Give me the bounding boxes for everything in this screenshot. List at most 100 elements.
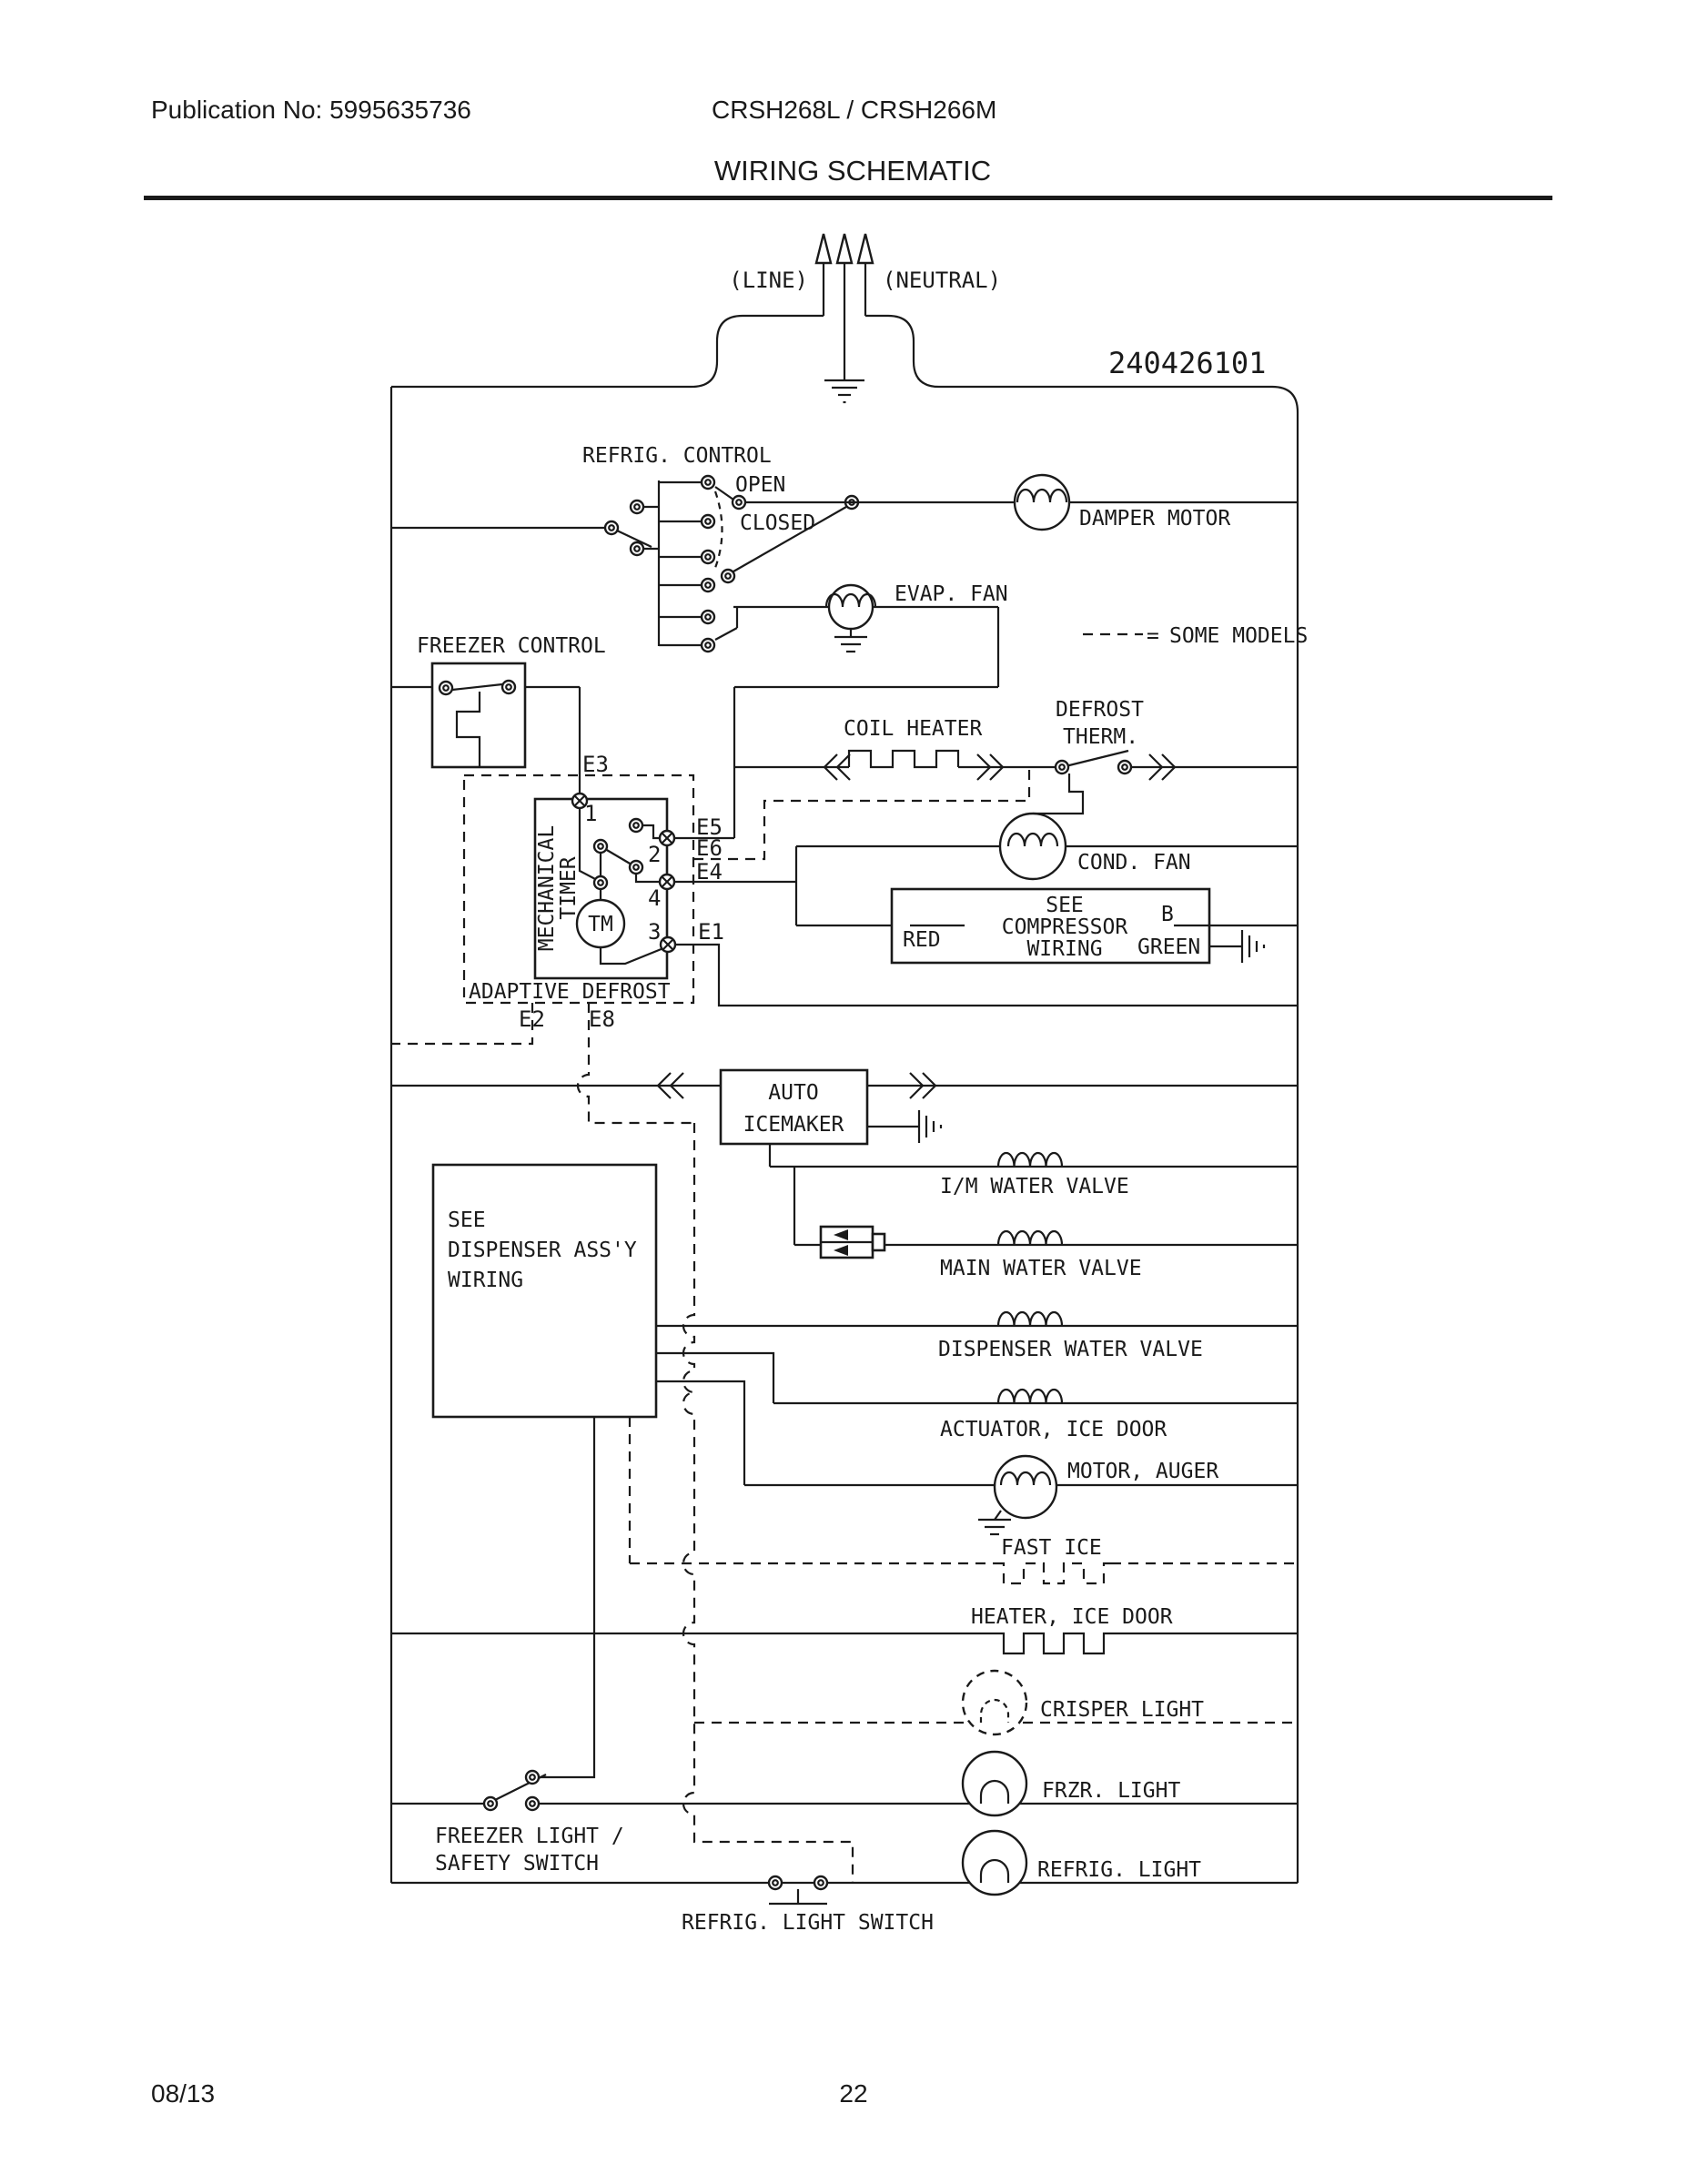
dispenser-label-3: WIRING bbox=[448, 1269, 523, 1292]
publication-number: Publication No: 5995635736 bbox=[151, 96, 471, 124]
footer-page-number: 22 bbox=[839, 2079, 867, 2108]
motor-auger-label: MOTOR, AUGER bbox=[1067, 1460, 1218, 1483]
refrig-control-switch: REFRIG. CONTROL OPEN CLOSED bbox=[391, 444, 860, 653]
freezer-light-safety-label-1: FREEZER LIGHT / bbox=[435, 1825, 624, 1848]
closed-label: CLOSED bbox=[740, 511, 815, 535]
model-number: CRSH268L / CRSH266M bbox=[712, 96, 996, 124]
crisper-light-symbol bbox=[961, 1669, 1028, 1736]
timer-label: TIMER bbox=[557, 856, 581, 919]
adaptive-defrost-label: ADAPTIVE DEFROST bbox=[469, 980, 671, 1004]
see-dispenser-box bbox=[431, 1163, 658, 1419]
evap-fan-row: EVAP. FAN bbox=[733, 582, 1008, 838]
frzr-light-symbol bbox=[961, 1750, 1028, 1817]
e8-label: E8 bbox=[589, 1006, 615, 1032]
cond-fan-label: COND. FAN bbox=[1077, 851, 1191, 875]
heater-ice-door-row: HEATER, ICE DOOR bbox=[391, 1605, 1298, 1655]
some-models-legend: = SOME MODELS bbox=[1083, 624, 1308, 648]
frzr-light-row: FRZR. LIGHT FREEZER LIGHT / SAFETY SWITC… bbox=[391, 1750, 1298, 1876]
mechanical-label: MECHANICAL bbox=[535, 825, 559, 951]
evap-fan-label: EVAP. FAN bbox=[895, 582, 1008, 606]
terminal-2: 2 bbox=[648, 842, 661, 867]
motor-auger-row: MOTOR, AUGER bbox=[744, 1454, 1298, 1536]
defrost-therm-label-2: THERM. bbox=[1063, 725, 1138, 749]
refrig-light-symbol bbox=[961, 1829, 1028, 1896]
e1-label: E1 bbox=[698, 919, 724, 945]
page-header: Publication No: 5995635736 CRSH268L / CR… bbox=[144, 96, 1552, 200]
legend-equals: = bbox=[1147, 624, 1159, 648]
dispenser-assy-box: SEE DISPENSER ASS'Y WIRING bbox=[431, 1163, 746, 1779]
heater-ice-door-label: HEATER, ICE DOOR bbox=[971, 1605, 1173, 1629]
damper-motor-label: DAMPER MOTOR bbox=[1079, 507, 1230, 531]
green-ground-icon bbox=[1240, 928, 1266, 965]
valve-rows: I/M WATER VALVE MAIN WATER VALVE DISPENS… bbox=[656, 1151, 1298, 1441]
e5-label: E5 bbox=[696, 814, 723, 840]
coil-heater-label: COIL HEATER bbox=[844, 717, 982, 741]
dispenser-label-1: SEE bbox=[448, 1208, 486, 1232]
evap-fan-ground-icon bbox=[833, 635, 869, 653]
defrost-therm-label-1: DEFROST bbox=[1056, 698, 1144, 722]
coil-heater-row: COIL HEATER DEFROST THERM. bbox=[734, 698, 1298, 815]
refrig-light-label: REFRIG. LIGHT bbox=[1037, 1858, 1201, 1882]
adaptive-defrost-timer: MECHANICAL TIMER TM ADAPTIVE DEFROST 1 2… bbox=[391, 752, 1298, 1125]
compressor-label-2: COMPRESSOR bbox=[1002, 915, 1128, 939]
icemaker-ground-icon bbox=[917, 1108, 943, 1145]
main-water-valve-coil bbox=[996, 1229, 1064, 1247]
power-supply-entry: (LINE) (NEUTRAL) 240426101 bbox=[391, 233, 1299, 413]
title-rule bbox=[144, 196, 1552, 200]
refrig-light-row: REFRIG. LIGHT REFRIG. LIGHT SWITCH bbox=[682, 1829, 1201, 1935]
e6-dashed-wire bbox=[693, 767, 1031, 861]
terminal-4: 4 bbox=[648, 885, 661, 911]
neutral-label: (NEUTRAL) bbox=[883, 268, 1001, 293]
main-water-valve-label: MAIN WATER VALVE bbox=[940, 1257, 1142, 1280]
refrig-light-switch-label: REFRIG. LIGHT SWITCH bbox=[682, 1911, 934, 1935]
supply-ground-icon bbox=[823, 379, 866, 404]
im-water-valve-coil bbox=[996, 1151, 1064, 1168]
line-label: (LINE) bbox=[729, 268, 808, 293]
heater-ice-door-resistor bbox=[996, 1632, 1111, 1655]
cond-fan-symbol bbox=[998, 812, 1067, 881]
some-models-label: SOME MODELS bbox=[1169, 624, 1308, 648]
icemaker-label-2: ICEMAKER bbox=[743, 1113, 844, 1137]
icemaker-label-1: AUTO bbox=[768, 1081, 818, 1105]
compressor-label-3: WIRING bbox=[1026, 937, 1102, 961]
defrost-therm-to-cond-fan-wire bbox=[1033, 774, 1085, 815]
fast-ice-resistor bbox=[996, 1562, 1111, 1585]
neutral-arrow-icon bbox=[856, 233, 874, 265]
crisper-light-row: CRISPER LIGHT bbox=[694, 1669, 1298, 1736]
motor-auger-ground-icon bbox=[976, 1518, 1013, 1536]
red-label: RED bbox=[903, 928, 941, 952]
motor-auger-symbol bbox=[993, 1454, 1058, 1520]
page-title: WIRING SCHEMATIC bbox=[714, 155, 991, 187]
dispenser-label-2: DISPENSER ASS'Y bbox=[448, 1239, 637, 1262]
crisper-light-label: CRISPER LIGHT bbox=[1040, 1698, 1204, 1722]
dispenser-water-valve-coil bbox=[996, 1310, 1064, 1328]
part-number: 240426101 bbox=[1108, 346, 1266, 380]
freezer-light-safety-label-2: SAFETY SWITCH bbox=[435, 1852, 599, 1876]
fast-ice-label: FAST ICE bbox=[1001, 1536, 1102, 1560]
actuator-ice-door-label: ACTUATOR, ICE DOOR bbox=[940, 1418, 1167, 1441]
ground-arrow-icon bbox=[835, 233, 854, 265]
fast-ice-row: FAST ICE bbox=[630, 1536, 1298, 1585]
cond-fan-compressor: COND. FAN SEE COMPRESSOR WIRING RED B GR… bbox=[794, 812, 1298, 965]
actuator-ice-door-coil bbox=[996, 1388, 1064, 1405]
freezer-control: FREEZER CONTROL bbox=[391, 634, 606, 794]
freezer-control-label: FREEZER CONTROL bbox=[417, 634, 606, 658]
e8-dashed-wire bbox=[576, 1003, 694, 1125]
e3-label: E3 bbox=[582, 752, 609, 777]
line-arrow-icon bbox=[814, 233, 833, 265]
e2-dashed-wire bbox=[391, 1003, 534, 1046]
refrig-control-label: REFRIG. CONTROL bbox=[582, 444, 772, 468]
e6-label: E6 bbox=[696, 835, 723, 861]
b-label: B bbox=[1161, 903, 1174, 926]
page-footer: 08/13 22 bbox=[151, 2079, 868, 2108]
auto-icemaker-row: AUTO ICEMAKER bbox=[391, 1068, 1298, 1167]
e1-wire bbox=[675, 943, 1298, 1007]
adaptive-defrost-box bbox=[462, 774, 695, 1005]
auto-icemaker-box bbox=[719, 1068, 869, 1146]
damper-motor-symbol bbox=[1013, 473, 1071, 531]
tm-label: TM bbox=[588, 913, 613, 936]
footer-date: 08/13 bbox=[151, 2079, 215, 2108]
dispenser-water-valve-label: DISPENSER WATER VALVE bbox=[938, 1338, 1203, 1361]
